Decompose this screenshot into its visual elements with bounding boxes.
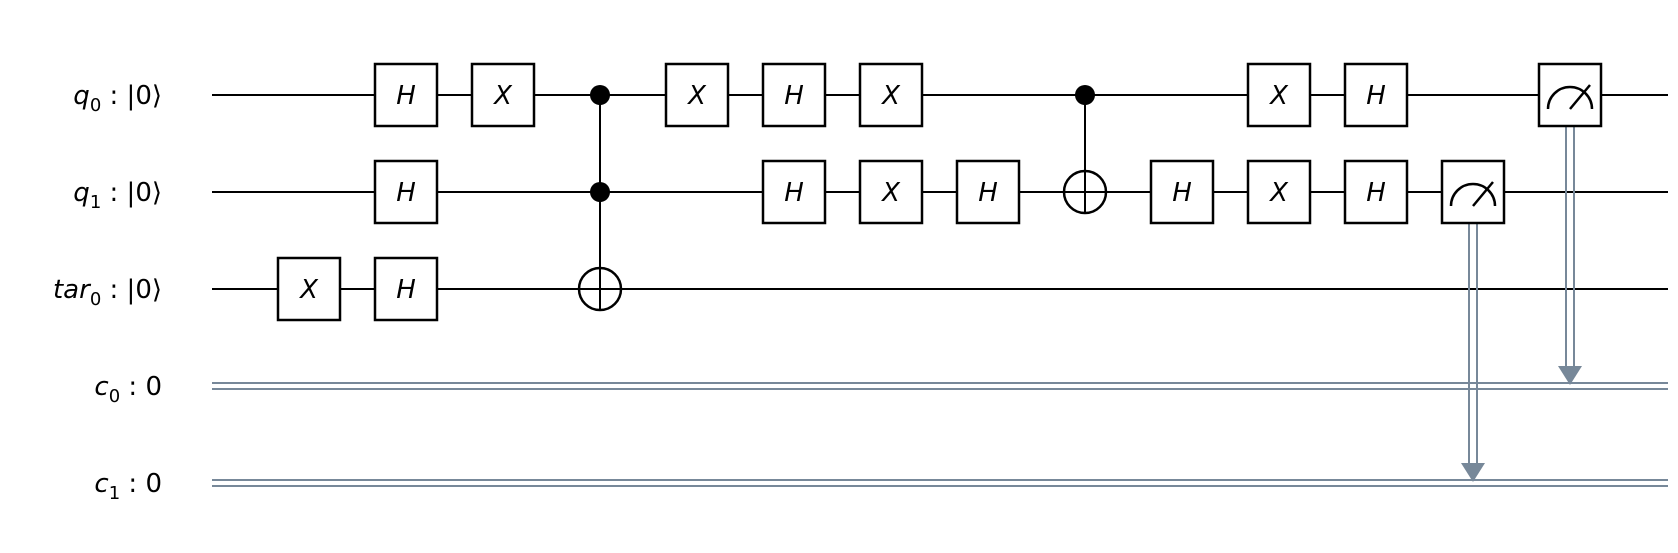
gate-box (373, 256, 439, 322)
register-name: c (94, 469, 108, 499)
control-dot (590, 182, 610, 202)
measure-arrow (1461, 463, 1485, 482)
register-subscript: 0 (109, 386, 120, 407)
register-init-state: : |0⟩ (101, 178, 162, 208)
gate-box (1149, 159, 1215, 225)
meter-icon (1449, 182, 1497, 207)
register-init-state: : |0⟩ (101, 81, 162, 111)
register-subscript: 0 (90, 95, 101, 116)
measure-box (1537, 62, 1603, 128)
gate-box (858, 62, 924, 128)
register-labels-layer: q0 : |0⟩q1 : |0⟩tar0 : |0⟩c0 : 0c1 : 0 (53, 81, 162, 504)
wires-layer (212, 94, 1668, 487)
register-init-state: : |0⟩ (101, 275, 162, 305)
gate-label: X (1268, 178, 1289, 208)
register-label-tar0: tar0 : |0⟩ (53, 275, 162, 310)
register-init-state: : 0 (120, 372, 162, 402)
register-subscript: 1 (90, 192, 101, 213)
register-label-q0: q0 : |0⟩ (73, 81, 162, 116)
gate-label: H (1366, 178, 1386, 208)
control-dot (590, 85, 610, 105)
register-subscript: 0 (90, 289, 101, 310)
gate-label: X (686, 81, 707, 111)
operations-layer: X H H H X X H H X X H H X X H H (276, 62, 1603, 322)
gate-box (761, 159, 827, 225)
gate-label: H (396, 178, 416, 208)
gate-label: H (784, 81, 804, 111)
gate-label: X (880, 81, 901, 111)
register-name: q (73, 178, 90, 208)
measure-box (1440, 159, 1506, 225)
gate-box (1246, 62, 1312, 128)
meter-needle-icon (1569, 84, 1591, 110)
gate-box (1246, 159, 1312, 225)
gate-label: H (978, 178, 998, 208)
gate-box (1343, 62, 1409, 128)
register-label-c0: c0 : 0 (94, 372, 162, 407)
measure-arrow (1558, 366, 1582, 385)
register-name: q (73, 81, 90, 111)
register-init-state: : 0 (120, 469, 162, 499)
gate-box (761, 62, 827, 128)
gate-box (373, 62, 439, 128)
gate-label: H (396, 81, 416, 111)
gate-box (373, 159, 439, 225)
meter-icon (1546, 85, 1594, 110)
register-label-c1: c1 : 0 (94, 469, 162, 504)
meter-needle-icon (1472, 181, 1494, 207)
connectors-layer (1461, 126, 1582, 482)
gate-label: X (1268, 81, 1289, 111)
gate-box (470, 62, 536, 128)
register-name: c (94, 372, 108, 402)
register-label-q1: q1 : |0⟩ (73, 178, 162, 213)
gate-label: H (396, 275, 416, 305)
gate-box (664, 62, 730, 128)
gate-box (955, 159, 1021, 225)
gate-box (858, 159, 924, 225)
gate-label: H (784, 178, 804, 208)
register-subscript: 1 (109, 483, 120, 504)
gate-label: X (298, 275, 319, 305)
gate-box (1343, 159, 1409, 225)
gate-box (276, 256, 342, 322)
control-dot (1075, 85, 1095, 105)
gate-label: X (880, 178, 901, 208)
gate-label: X (492, 81, 513, 111)
gate-label: H (1366, 81, 1386, 111)
gate-label: H (1172, 178, 1192, 208)
register-name: tar (53, 275, 92, 305)
